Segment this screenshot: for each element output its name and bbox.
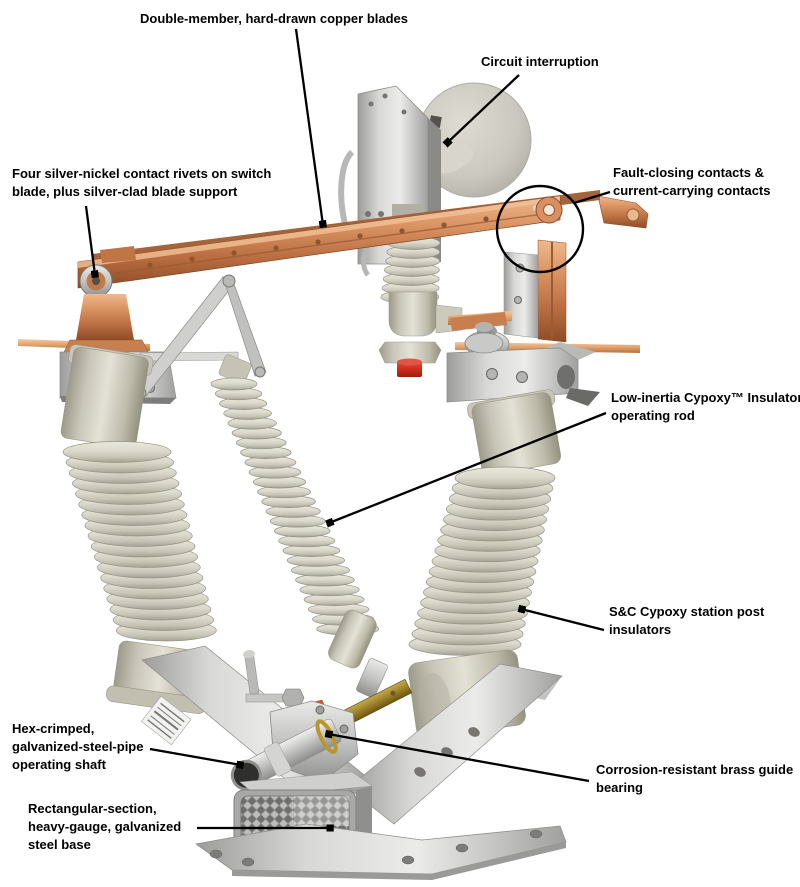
leader-copper-blades — [294, 28, 328, 229]
center-insulator — [361, 236, 463, 377]
leader-station-post — [517, 604, 605, 632]
annotation-circle — [495, 184, 585, 274]
label-contact-rivets: Four silver-nickel contact rivets on swi… — [12, 166, 272, 199]
label-fault-closing-contacts: Fault-closing contacts & current-carryin… — [613, 165, 771, 198]
label-station-post-insulators: S&C Cypoxy station post insulators — [609, 604, 765, 637]
leader-contact-rivets — [84, 205, 100, 279]
copper-blade — [63, 190, 600, 353]
barcode-sticker — [141, 695, 192, 746]
label-circuit-interruption: Circuit interruption — [481, 54, 599, 69]
annotations — [84, 28, 611, 832]
operating-rod-insulator — [210, 354, 388, 698]
leader-brass-bearing — [324, 729, 590, 783]
leader-operating-rod — [325, 411, 607, 528]
leader-operating-shaft — [149, 747, 245, 770]
base-assembly — [141, 645, 567, 880]
label-copper-blades: Double-member, hard-drawn copper blades — [140, 11, 408, 26]
label-steel-base: Rectangular-section, heavy-gauge, galvan… — [28, 801, 182, 852]
label-operating-shaft: Hex-crimped, galvanized-steel-pipe opera… — [12, 721, 144, 772]
label-brass-guide-bearing: Corrosion-resistant brass guide bearing — [596, 762, 794, 795]
label-operating-rod: Low-inertia Cypoxy™ Insulator operating … — [611, 390, 800, 423]
leader-circuit-interruption — [442, 74, 520, 148]
right-bracket — [446, 322, 600, 406]
leader-fault-closing — [573, 190, 611, 205]
